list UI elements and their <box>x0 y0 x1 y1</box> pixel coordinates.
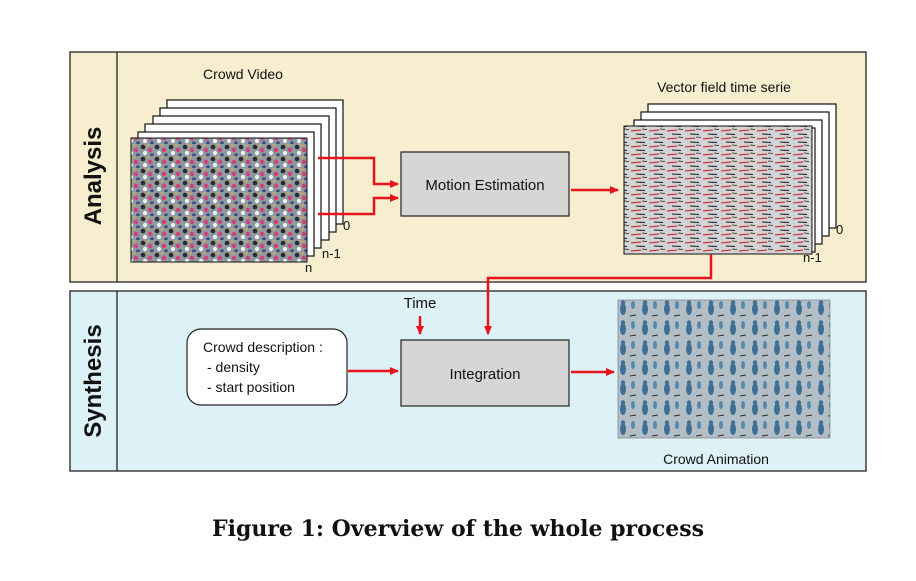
synthesis-label: Synthesis <box>80 324 107 437</box>
vector-to-integration-arrow <box>484 254 713 335</box>
vector-field-stack <box>623 103 837 255</box>
motion-estimation-label: Motion Estimation <box>425 177 544 194</box>
crowd-description-start-position: - start position <box>207 379 295 395</box>
vector-field-label: Vector field time serie <box>657 79 791 95</box>
crowd-video-photo <box>130 137 308 263</box>
vector-frame-label-first: 0 <box>836 222 843 237</box>
figure-caption: Figure 1: Overview of the whole process <box>211 516 704 542</box>
video-to-motion-arrows <box>318 156 399 216</box>
motion-estimation-box <box>400 151 570 217</box>
vector-frame-label-last: n-1 <box>803 250 822 265</box>
crowd-animation-label: Crowd Animation <box>663 451 769 467</box>
frame-label-second-last: n-1 <box>322 246 341 261</box>
vector-field-image <box>623 125 813 255</box>
crowd-video-stack <box>130 99 344 263</box>
crowd-video-label: Crowd Video <box>203 66 283 82</box>
crowd-animation-image <box>617 299 831 439</box>
frame-label-first: 0 <box>343 218 350 233</box>
time-label: Time <box>404 295 437 312</box>
crowd-description-box <box>186 328 348 406</box>
crowd-description-title: Crowd description : <box>203 339 323 355</box>
integration-label: Integration <box>450 366 521 383</box>
integration-box <box>400 339 570 407</box>
frame-label-last: n <box>305 260 312 275</box>
analysis-label: Analysis <box>80 127 107 226</box>
crowd-description-density: - density <box>207 359 260 375</box>
